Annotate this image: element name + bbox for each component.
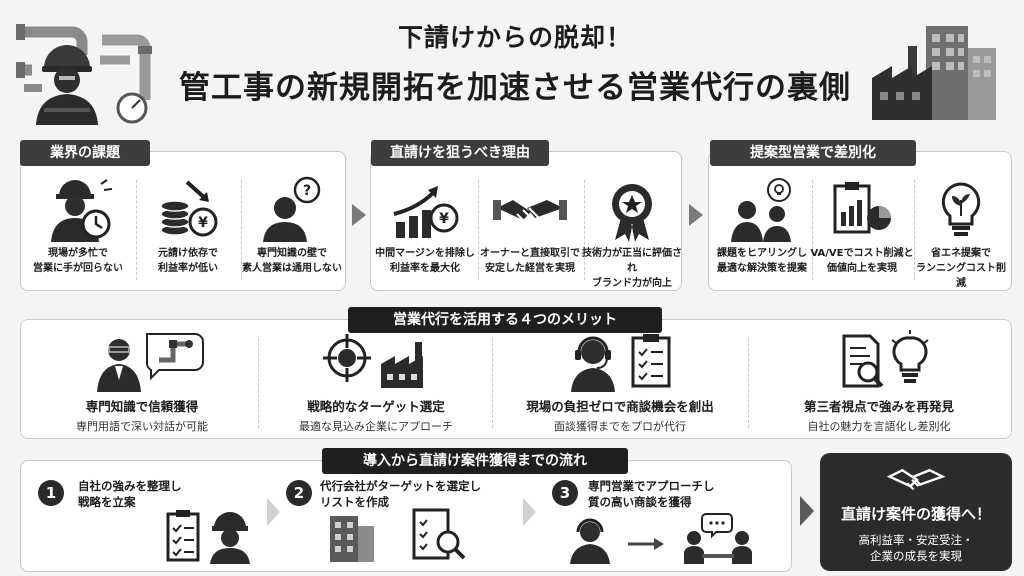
chevron-right-icon [352,204,366,226]
issue-item-low-profit: ¥ 元請け依存で 利益率が低い [136,176,240,276]
people-idea-icon [731,178,791,242]
step-3-text: 専門営業でアプローチし 質の高い商談を獲得 [588,479,715,509]
handshake-icon [886,468,946,491]
factory-buildings-icon [872,26,996,120]
goal-text: 高利益率・安定受注・ 企業の成長を実現 [858,533,974,563]
proposal-eco-label: 省エネ提案で ランニングコスト削減 [916,248,1006,289]
reason-item-margin: ¥ 中間マージンを排除し 利益率を最大化 [372,178,478,276]
handshake-icon [493,200,567,225]
merit-item-target: 戦略的なターゲット選定 最適な見込み企業にアプローチ [262,328,490,434]
target-factory-icon [323,334,423,388]
page-title-line1: 下請けからの脱却！ [397,23,632,52]
clipboard-chart-icon [833,182,891,234]
award-badge-icon [612,184,652,242]
building-search-icon [330,508,466,562]
issue-profit-label: 元請け依存で 利益率が低い [158,248,218,274]
reasons-tag: 直請けを狙うべき理由 [371,140,549,166]
merit-opportunity-title: 現場の負担ゼロで商談機会を創出 [526,399,714,414]
proposal-item-vave: VA/VEでコスト削減と 価値向上を実現 [810,176,914,276]
merit-expertise-title: 専門知識で信頼獲得 [85,399,199,414]
merit-item-opportunity: 現場の負担ゼロで商談機会を創出 面談獲得までをプロが代行 [496,328,744,434]
merit-expertise-sub: 専門用語で深い対話が可能 [76,420,208,433]
issue-busy-label: 現場が多忙で 営業に手が回らない [33,248,123,274]
merit-item-rediscover: 第三者視点で強みを再発見 自社の魅力を言語化し差別化 [754,328,1004,434]
growth-chart-yen-icon: ¥ [393,186,459,238]
page-title-line2: 管工事の新規開拓を加速させる営業代行の裏側 [179,70,851,106]
reason-brand-label: 技術力が正当に評価され ブランド力が向上 [582,248,682,289]
issue-item-expertise: ? 専門知識の壁で 素人営業は通用しない [240,176,344,276]
merit-rediscover-sub: 自社の魅力を言語化し差別化 [807,420,951,433]
merit-item-expertise: 専門知識で信頼獲得 専門用語で深い対話が可能 [28,328,256,434]
reason-item-brand: 技術力が正当に評価され ブランド力が向上 [582,178,682,291]
chevron-right-icon [523,498,536,526]
step-2-text: 代行会社がターゲットを選定し リストを作成 [320,479,481,509]
proposal-hearing-label: 課題をヒアリングし 最適な解決策を提案 [717,248,807,274]
coins-yen-down-icon: ¥ [160,180,218,237]
svg-text:¥: ¥ [198,215,208,231]
step-number-3: 3 [552,480,578,506]
busy-worker-clock-icon [51,179,113,242]
merit-target-sub: 最適な見込み企業にアプローチ [299,420,453,433]
svg-text:?: ? [303,183,311,199]
merits-tag: 営業代行を活用する４つのメリット [348,307,662,333]
proposal-tag: 提案型営業で差別化 [710,140,916,166]
header: 下請けからの脱却！ 管工事の新規開拓を加速させる営業代行の裏側 [0,0,1024,128]
step-number-2: 2 [286,480,312,506]
flow-tag: 導入から直請け案件獲得までの流れ [322,448,628,474]
person-question-icon: ? [263,176,321,242]
chevron-right-icon [800,496,814,526]
checklist-worker-icon [166,510,250,564]
proposal-item-eco: 省エネ提案で ランニングコスト削減 [912,176,1010,291]
operator-checklist-icon [571,334,671,392]
reason-direct-label: オーナーと直接取引で 安定した経営を実現 [480,248,580,274]
svg-text:¥: ¥ [439,211,449,227]
step-1-text: 自社の強みを整理し 戦略を立案 [78,479,182,509]
goal-box: 直請け案件の獲得へ！ 高利益率・安定受注・ 企業の成長を実現 [820,453,1012,571]
pipe-worker-icon [16,24,152,125]
expert-pipe-icon [97,333,204,392]
merit-target-title: 戦略的なターゲット選定 [307,399,445,414]
chevron-right-icon [267,498,280,526]
proposal-item-hearing: 課題をヒアリングし 最適な解決策を提案 [710,176,814,276]
goal-title: 直請け案件の獲得へ！ [840,505,991,523]
issue-item-busy: 現場が多忙で 営業に手が回らない [26,176,130,276]
eco-bulb-icon [941,182,981,236]
reason-item-direct: オーナーと直接取引で 安定した経営を実現 [474,178,586,276]
merit-rediscover-title: 第三者視点で強みを再発見 [803,399,954,414]
step-number-1: 1 [38,480,64,506]
document-bulb-icon [842,330,929,388]
issues-tag: 業界の課題 [20,140,150,166]
issue-expertise-label: 専門知識の壁で 素人営業は通用しない [242,248,342,274]
chevron-right-icon [689,204,703,226]
merit-opportunity-sub: 面談獲得までをプロが代行 [554,420,686,433]
operator-meeting-icon [570,513,752,564]
reason-margin-label: 中間マージンを排除し 利益率を最大化 [375,248,475,274]
proposal-vave-label: VA/VEでコスト削減と 価値向上を実現 [810,248,914,274]
